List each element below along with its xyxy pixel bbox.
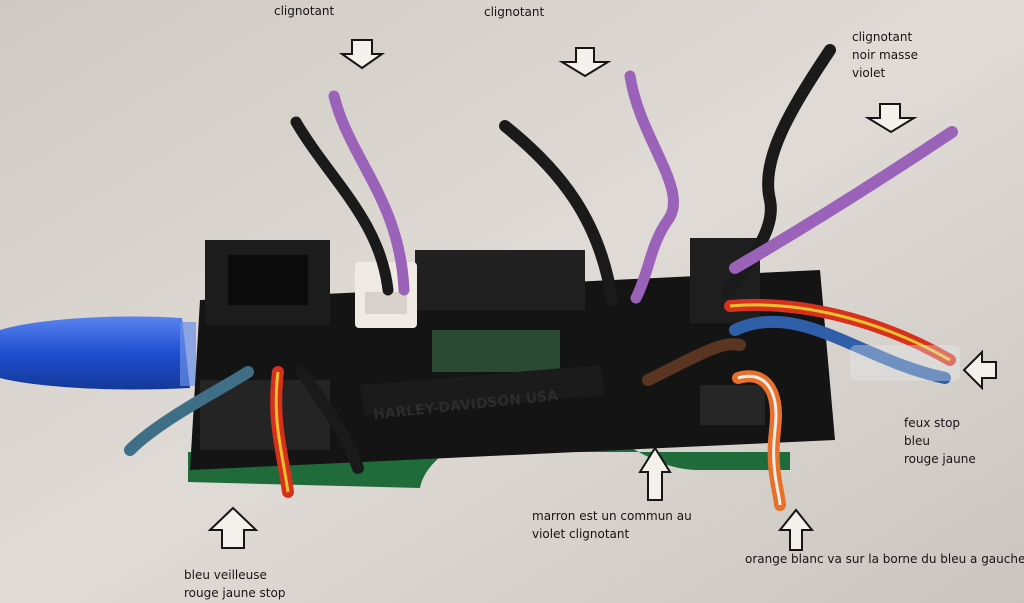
teal-wire-bottom-left (124, 366, 254, 456)
circuit-board (188, 425, 790, 488)
black-wire-top-middle (499, 120, 618, 306)
up-arrow-icon-bottom-left (207, 506, 259, 549)
label-bottom-middle-line-1: marron est un commun au (532, 509, 692, 523)
label-top-right: clignotant noir masse violet (852, 28, 918, 82)
label-top-right-line-3: violet (852, 66, 886, 80)
violet-wire-top-middle (624, 70, 679, 304)
label-bottom-left: bleu veilleuse rouge jaune stop (184, 566, 285, 602)
blue-pen (0, 316, 196, 390)
label-right-side-line-3: rouge jaune (904, 452, 976, 466)
left-arrow-icon-right (962, 349, 997, 391)
label-right-side: feux stop bleu rouge jaune (904, 414, 976, 468)
black-wire-bottom-left (296, 366, 364, 474)
blue-wire-right (729, 315, 951, 384)
down-arrow-icon-top-left (338, 39, 386, 70)
label-right-side-line-1: feux stop (904, 416, 961, 430)
black-housing (190, 238, 835, 470)
label-top-left: clignotant (274, 4, 335, 18)
clear-tube (850, 345, 960, 381)
label-bottom-middle: marron est un commun au violet clignotan… (532, 507, 692, 543)
label-bottom-right: orange blanc va sur la borne du bleu a g… (745, 552, 1024, 566)
violet-wire-top-right (729, 126, 958, 274)
label-top-right-line-2: noir masse (852, 48, 918, 62)
up-arrow-icon-bottom-middle (638, 446, 672, 501)
black-wire-top-left (290, 116, 394, 296)
violet-wire-top-left (328, 90, 410, 296)
label-top-middle: clignotant (484, 5, 545, 19)
down-arrow-icon-top-middle (558, 47, 612, 78)
label-bottom-middle-line-2: violet clignotant (532, 527, 630, 541)
label-right-side-line-2: bleu (904, 434, 930, 448)
label-top-right-line-1: clignotant (852, 30, 913, 44)
label-bottom-left-line-1: bleu veilleuse (184, 568, 267, 582)
label-bottom-left-line-2: rouge jaune stop (184, 586, 286, 600)
up-arrow-icon-bottom-right (777, 508, 815, 551)
brown-wire (642, 338, 746, 386)
down-arrow-icon-top-right (864, 103, 918, 134)
